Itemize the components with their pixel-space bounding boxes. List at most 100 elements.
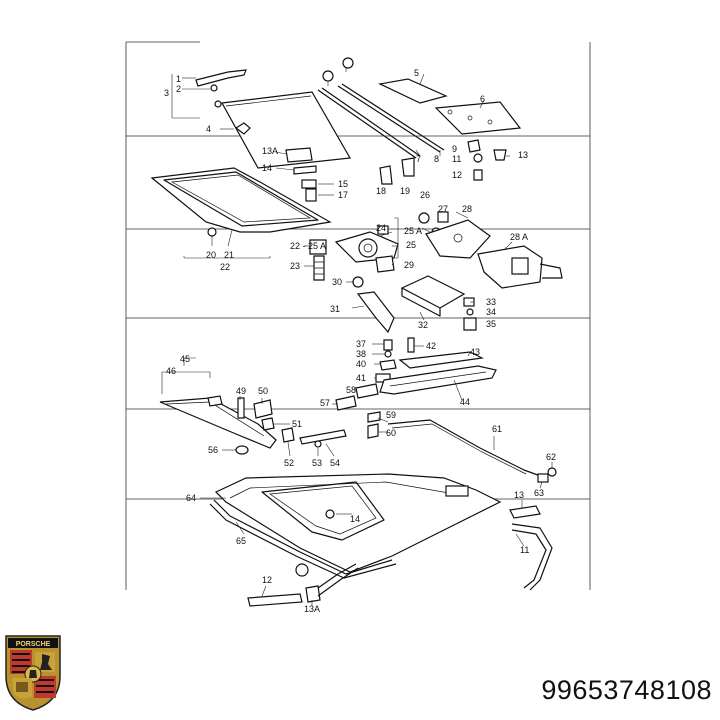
grommet-60 [235, 445, 249, 455]
callout-15: 64 [186, 493, 196, 503]
plug-circle-right [342, 57, 354, 69]
callout-35b: 27 [438, 204, 448, 214]
washer-35b [437, 211, 449, 223]
bracket-64 [467, 139, 481, 153]
washer-32b [466, 308, 474, 316]
callout-54: 4 [206, 124, 211, 134]
callout-43: 19 [400, 186, 410, 196]
screw-26 [407, 337, 415, 353]
bolt-38 [313, 255, 325, 281]
seal-17 [209, 499, 397, 579]
callout-7: 58 [346, 385, 356, 395]
nut-31b [547, 467, 557, 477]
callout-31: 26 [420, 190, 430, 200]
drain-fitting-13a [305, 563, 359, 603]
callout-56: 41 [356, 373, 366, 383]
callout-22: 53 [312, 458, 322, 468]
callout-4: 61 [492, 424, 502, 434]
nut-46 [305, 188, 317, 202]
callout-26: 42 [426, 341, 436, 351]
callout-14: 14 [350, 514, 360, 524]
callout-25a: 51 [292, 419, 302, 429]
callout-51: 8 [434, 154, 439, 164]
bolt-59 [383, 339, 393, 351]
callout-3: 3 [164, 88, 169, 98]
washer-35d [537, 473, 549, 483]
cable-guide-19 [379, 365, 497, 395]
washer-58 [384, 350, 392, 358]
callout-12: 12 [262, 575, 272, 585]
callout-53: 5 [414, 68, 419, 78]
callout-46: 17 [338, 190, 348, 200]
spring-37 [309, 239, 327, 255]
callout-32: 25 A [404, 226, 422, 236]
callout-62: 13 [518, 150, 528, 160]
drain-fitting-13 [509, 505, 541, 519]
screw-14a [325, 509, 335, 519]
callout-63: 12 [452, 170, 462, 180]
callout-50: 7 [416, 154, 421, 164]
hinge-plate-44 [285, 147, 313, 163]
callout-61: 57 [320, 398, 330, 408]
callout-13: 13 [514, 490, 524, 500]
callout-21: 45 [180, 354, 190, 364]
callout-6: 2 [176, 84, 181, 94]
nut-54 [234, 122, 251, 135]
guide-rail-20 [398, 351, 484, 369]
plug-circle-left [322, 70, 334, 82]
nut-65 [473, 153, 483, 163]
bracket-33 [400, 275, 466, 317]
callout-19: 44 [460, 397, 470, 407]
callout-35: 15 [338, 179, 348, 189]
callout-13a: 13A [304, 604, 320, 614]
callout-38: 23 [290, 261, 300, 271]
callout-30: 28 [462, 204, 472, 214]
callout-20: 43 [470, 347, 480, 357]
callout-44: 13A [262, 146, 278, 156]
callout-57: 40 [356, 359, 366, 369]
slide-lever-40 [356, 291, 395, 334]
leader-lines [161, 68, 553, 606]
bracket-49 [379, 165, 393, 185]
callout-59: 37 [356, 339, 366, 349]
bracket-45 [293, 165, 317, 175]
callout-40: 31 [330, 304, 340, 314]
svg-text:PORSCHE: PORSCHE [16, 641, 51, 648]
clamp-62 [493, 149, 507, 161]
callout-2: 21 [224, 250, 234, 260]
cylinder-29 [375, 255, 395, 273]
clip-25 [253, 399, 273, 419]
callout-8: 59 [386, 410, 396, 420]
bracket-24 [281, 427, 295, 443]
clip-25a [261, 417, 275, 431]
nut-41 [352, 276, 364, 288]
callout-18: 49 [236, 386, 246, 396]
deflector-52 [434, 101, 522, 135]
bracket-61 [335, 395, 357, 411]
screw-63 [473, 169, 483, 181]
lever-23 [299, 429, 347, 445]
bolt-6 [210, 84, 218, 92]
callout-32b: 34 [486, 307, 496, 317]
callout-29: 29 [404, 260, 414, 270]
callout-65: 11 [452, 154, 461, 164]
slide-7 [355, 383, 379, 399]
callout-28a: 24 [376, 223, 386, 233]
sunroof-glass-panel [221, 91, 351, 169]
callout-58: 38 [356, 349, 366, 359]
washer-22 [314, 440, 322, 448]
bracket-43 [401, 157, 415, 177]
bracket-22 [207, 395, 223, 407]
porsche-crest-icon: PORSCHE [5, 635, 61, 711]
wind-deflector-53 [378, 78, 448, 104]
callout-25: 50 [258, 386, 268, 396]
seal-strip-50 [317, 87, 421, 159]
callout-35d: 63 [534, 488, 544, 498]
bolt-34 [463, 317, 477, 331]
seal-frame-2 [150, 167, 332, 233]
screw-18 [237, 397, 245, 419]
callout-33: 32 [418, 320, 428, 330]
nut-31 [418, 212, 430, 224]
callout-31b: 62 [546, 452, 556, 462]
